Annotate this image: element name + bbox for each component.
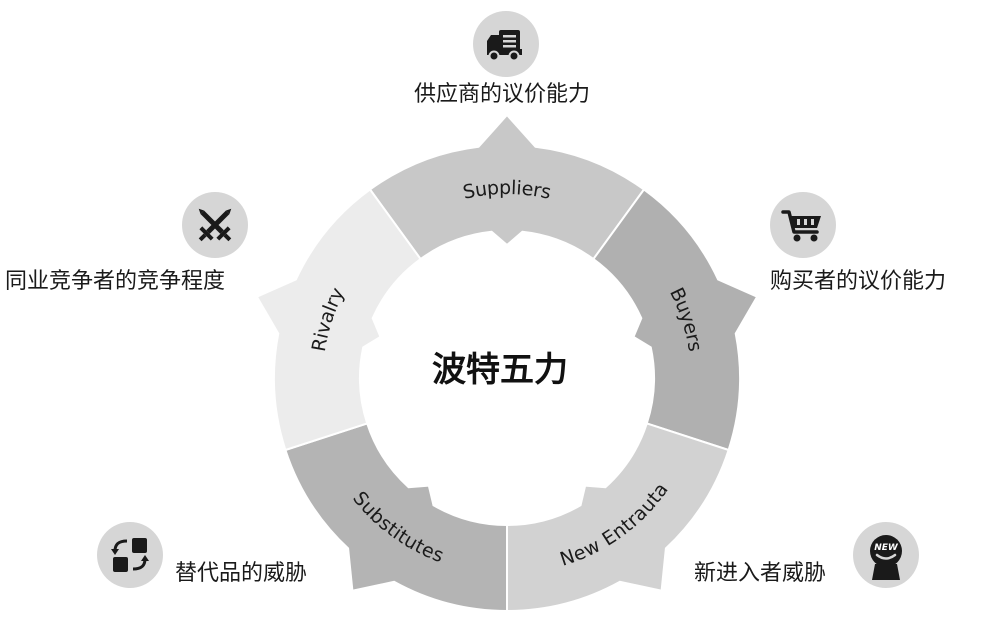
ring-segment-substitutes [284,422,508,613]
new-badge-text: NEW [874,543,899,553]
suppliers-force-label: 供应商的议价能力 [414,82,591,107]
ring-segment-buyers [592,188,759,452]
rivalry-icon-badge [182,192,248,258]
new-entrants-force-label: 新进入者威胁 [694,561,827,586]
swap-blocks-icon [111,538,149,572]
new-entrants-icon-badge: NEW [853,522,919,588]
ring-segment-suppliers [368,113,646,261]
ring-segment-rivalry [255,188,422,452]
crossed-swords-icon [198,208,232,242]
ring-segment-new-entrants [506,422,730,613]
buyers-icon-badge [770,192,836,258]
rivalry-force-label: 同业竞争者的竞争程度 [5,269,226,294]
delivery-truck-icon [487,30,522,62]
new-badge-icon: NEW [870,535,902,580]
buyers-force-label: 购买者的议价能力 [770,269,947,294]
substitutes-force-label: 替代品的威胁 [175,561,308,586]
center-title: 波特五力 [432,350,568,390]
substitutes-icon-badge [97,522,163,588]
shopping-cart-icon [781,210,821,242]
suppliers-icon-badge [473,11,539,77]
